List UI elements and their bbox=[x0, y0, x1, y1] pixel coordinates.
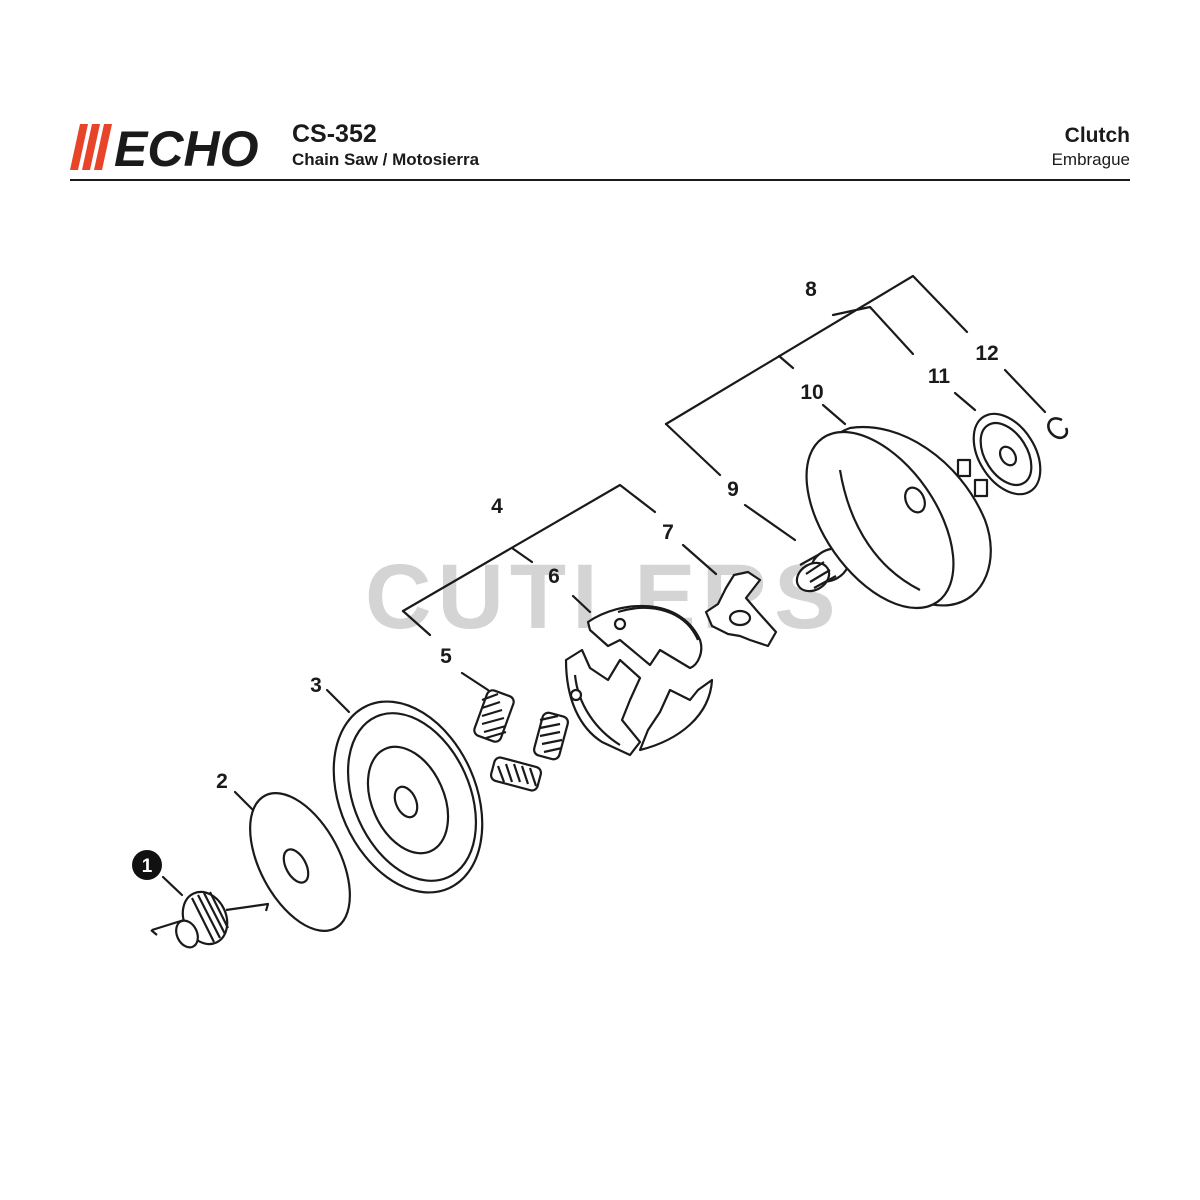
callout-1-badge bbox=[132, 850, 162, 880]
header-rule bbox=[70, 179, 1130, 181]
leader-7 bbox=[681, 543, 718, 576]
callout-5: 5 bbox=[440, 645, 452, 668]
leader-2 bbox=[233, 790, 257, 814]
hub-part-7 bbox=[704, 570, 778, 648]
leader-12 bbox=[1003, 368, 1047, 414]
bearing-part-9 bbox=[795, 547, 850, 593]
callout-10: 10 bbox=[800, 381, 823, 404]
brand-wordmark: ECHO bbox=[114, 124, 259, 170]
callouts: 1 2 3 4 5 6 7 8 9 10 11 12 bbox=[132, 278, 999, 880]
callout-6: 6 bbox=[548, 565, 560, 588]
callout-1: 1 bbox=[142, 856, 153, 877]
washer-part-2 bbox=[249, 792, 351, 932]
section-subtitle: Embrague bbox=[1051, 150, 1130, 169]
callout-12: 12 bbox=[975, 342, 998, 365]
springs-part-5 bbox=[473, 689, 570, 792]
eclip-part-12 bbox=[1047, 417, 1069, 440]
section-title: Clutch bbox=[1064, 124, 1130, 147]
spring-part-1 bbox=[150, 890, 270, 949]
drum-part-10 bbox=[805, 425, 992, 610]
leader-3 bbox=[325, 688, 351, 714]
callout-9: 9 bbox=[727, 478, 739, 501]
callout-4: 4 bbox=[491, 495, 503, 518]
callout-8: 8 bbox=[805, 278, 817, 301]
leader-10 bbox=[821, 403, 847, 426]
leader-1 bbox=[161, 875, 184, 897]
plate-part-3 bbox=[332, 700, 484, 894]
callout-7: 7 bbox=[662, 521, 674, 544]
callout-3: 3 bbox=[310, 674, 322, 697]
leader-11 bbox=[953, 391, 977, 412]
leader-6 bbox=[571, 594, 592, 614]
leader-9 bbox=[664, 422, 797, 542]
model-number: CS-352 bbox=[292, 120, 377, 148]
product-subtitle: Chain Saw / Motosierra bbox=[292, 150, 480, 169]
bracket-8 bbox=[664, 274, 969, 426]
clutch-shoes-part-6 bbox=[564, 604, 714, 757]
page-header: ECHO CS-352 Chain Saw / Motosierra Clutc… bbox=[70, 118, 1130, 182]
echo-logo: ECHO bbox=[70, 124, 259, 170]
callout-11: 11 bbox=[928, 365, 951, 388]
leader-5 bbox=[401, 609, 490, 692]
bracket-4 bbox=[401, 483, 657, 613]
washer-part-11 bbox=[972, 412, 1042, 496]
callout-2: 2 bbox=[216, 770, 228, 793]
